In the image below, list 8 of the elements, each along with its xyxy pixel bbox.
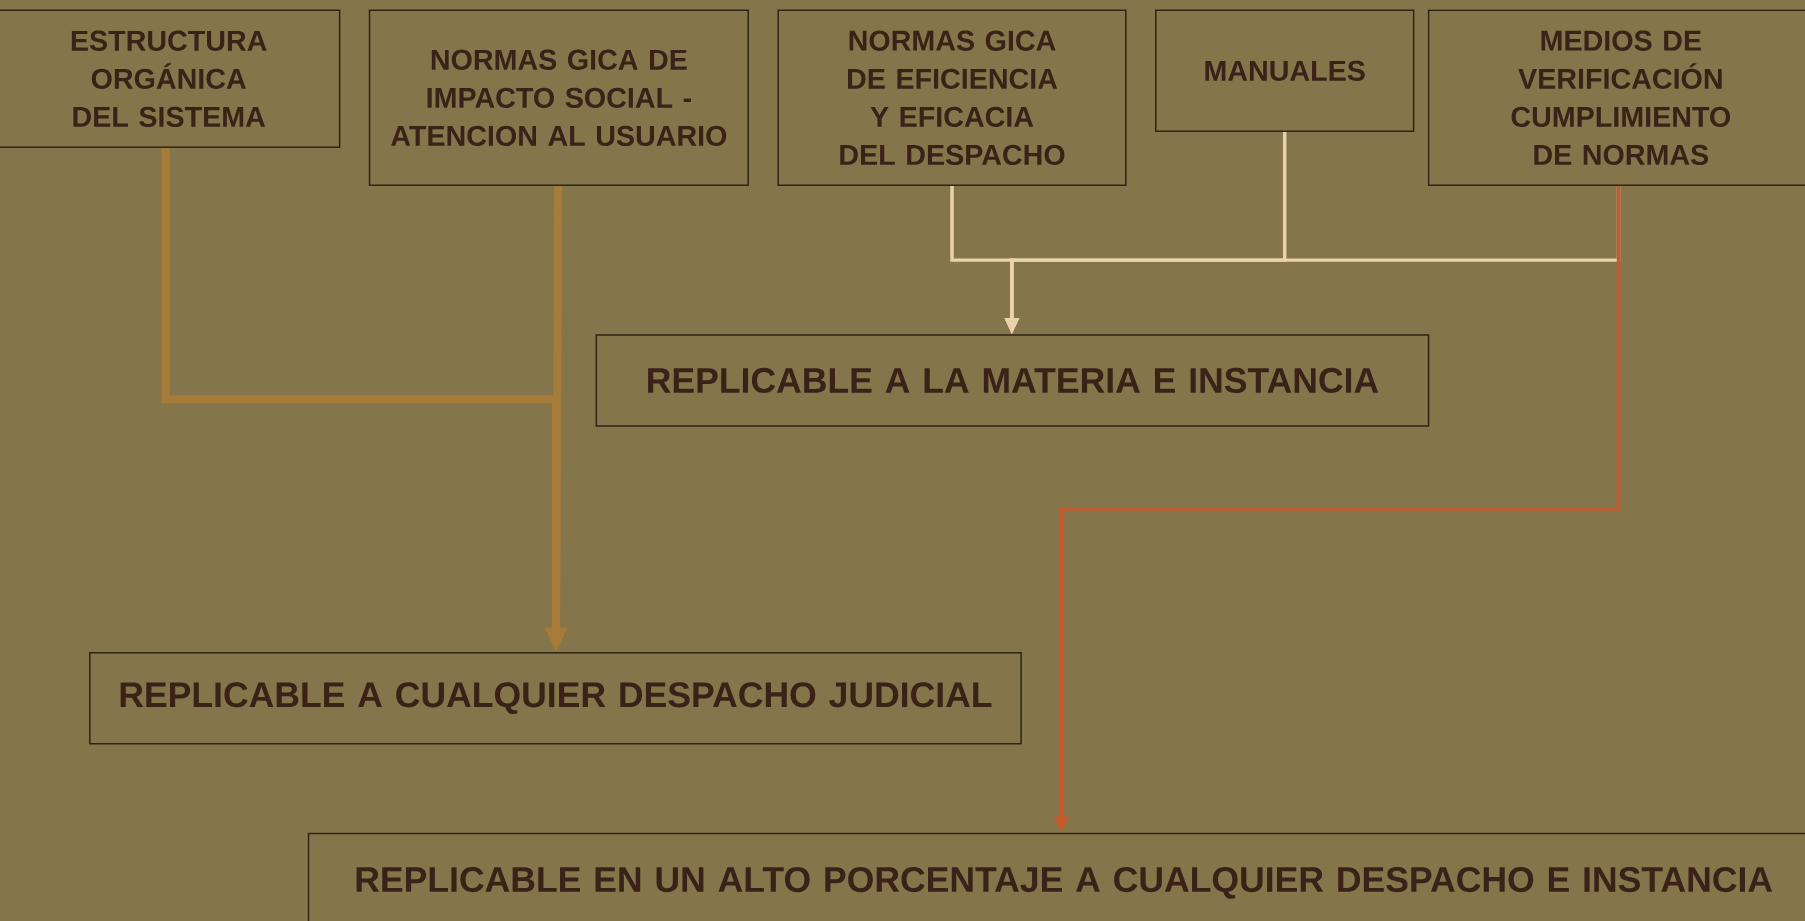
text-box: ESTRUCTURA ORGÁNICA DEL SISTEMA — [0, 9, 341, 149]
text-box: NORMAS GICA DE IMPACTO SOCIAL - ATENCION AL USUARIO — [368, 9, 749, 187]
text-box: REPLICABLE A CUALQUIER DESPACHO JUDICIAL — [89, 652, 1022, 745]
text-box: MEDIOS DE VERIFICACIÓN CUMPLIMIENTO DE NORMAS — [1427, 9, 1805, 187]
text-box: REPLICABLE A LA MATERIA E INSTANCIA — [595, 334, 1430, 427]
text-box: REPLICABLE EN UN ALTO PORCENTAJE A CUALQUIER DESPACHO E INSTANCIA — [307, 832, 1805, 921]
text-box: MANUALES — [1155, 9, 1415, 132]
text-box: NORMAS GICA DE EFICIENCIA Y EFICACIA DEL DESPACHO — [777, 9, 1127, 187]
